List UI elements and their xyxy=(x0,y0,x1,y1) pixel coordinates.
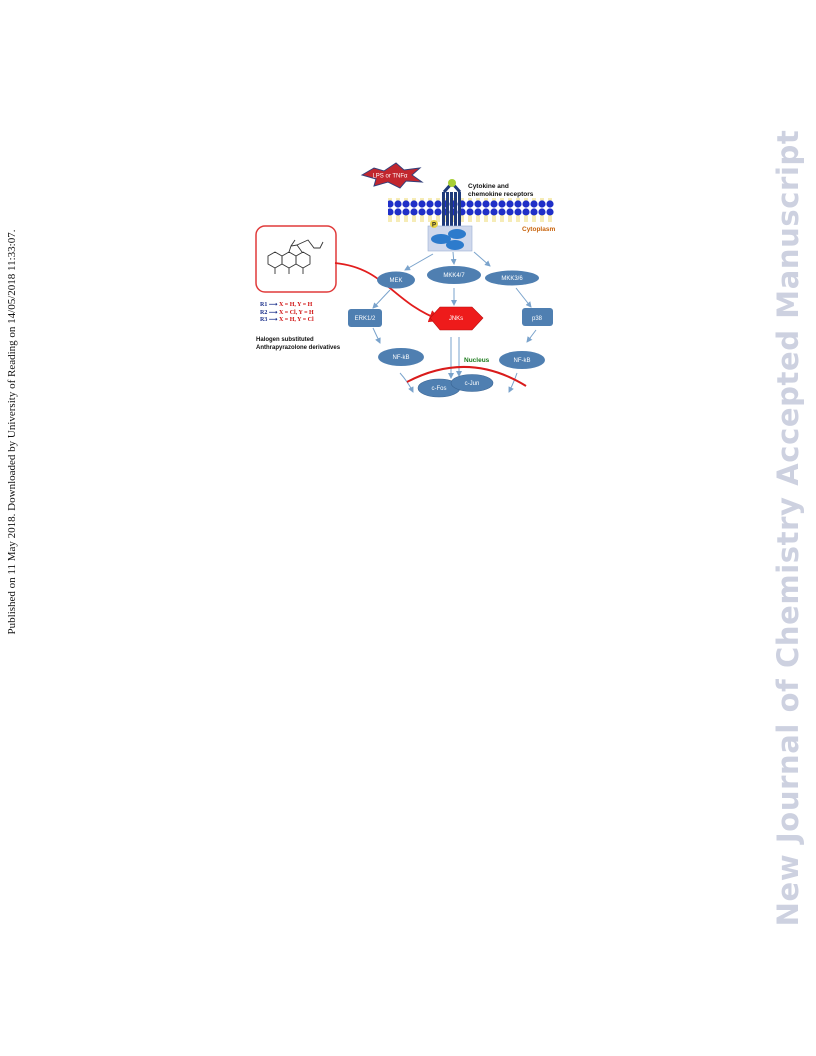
mkk36-node xyxy=(485,270,539,286)
pathway-arrows xyxy=(372,251,537,393)
legend-row: R3 ⟶ X = H, Y = Cl xyxy=(260,317,314,323)
cytoplasm-label: Cytoplasm xyxy=(522,226,555,233)
erk-label: ERK1/2 xyxy=(355,316,376,322)
erk-node xyxy=(348,309,382,327)
nfkb-right-label: NF-kB xyxy=(514,358,531,364)
legend-row: R2 ⟶ X = Cl, Y = H xyxy=(260,309,314,316)
compound-caption-line-1: Halogen substituted xyxy=(256,337,314,343)
substituent-legend: R1 ⟶ X = H, Y = H R2 ⟶ X = Cl, Y = H R3 … xyxy=(260,302,314,325)
mkk36-label: MKK3/6 xyxy=(501,276,523,282)
nfkb-right-node xyxy=(499,351,545,369)
jnks-node xyxy=(429,306,484,331)
phospho-icon xyxy=(430,220,438,228)
nuclear-envelope xyxy=(406,366,527,387)
publication-note: Published on 11 May 2018. Downloaded by … xyxy=(6,229,18,635)
cjun-node xyxy=(450,374,494,392)
receptor-label-2: chemokine receptors xyxy=(468,191,534,198)
compound-caption-line-2: Anthrapyrazolone derivatives xyxy=(256,345,341,351)
signaling-pathway-figure: LPS or TNFα P Cytokine and chemokine rec… xyxy=(250,160,570,410)
stimulus-star: LPS or TNFα xyxy=(360,162,424,189)
p38-label: p38 xyxy=(532,316,543,322)
journal-watermark: New Journal of Chemistry Accepted Manusc… xyxy=(771,129,805,927)
cfos-label: c-Fos xyxy=(432,386,447,392)
mkk47-label: MKK4/7 xyxy=(443,273,465,279)
nfkb-left-node xyxy=(378,348,424,366)
receptor-label-1: Cytokine and xyxy=(468,183,509,190)
receptor: P xyxy=(427,179,473,252)
stimulus-label: LPS or TNFα xyxy=(372,174,408,180)
cjun-label: c-Jun xyxy=(465,381,480,387)
legend-row: R1 ⟶ X = H, Y = H xyxy=(260,302,313,308)
mek-node xyxy=(377,271,415,289)
p38-node xyxy=(522,308,553,326)
compound-structure xyxy=(255,225,337,293)
jnks-label: JNKs xyxy=(449,316,463,322)
nfkb-left-label: NF-kB xyxy=(393,355,410,361)
cell-membrane xyxy=(388,198,554,222)
phospho-label: P xyxy=(432,223,436,229)
mkk47-node xyxy=(427,266,481,284)
mek-label: MEK xyxy=(389,278,402,284)
ligand-icon xyxy=(448,179,456,187)
compound-caption: Halogen substituted Anthrapyrazolone der… xyxy=(256,336,340,352)
nucleus-label: Nucleus xyxy=(464,357,490,364)
